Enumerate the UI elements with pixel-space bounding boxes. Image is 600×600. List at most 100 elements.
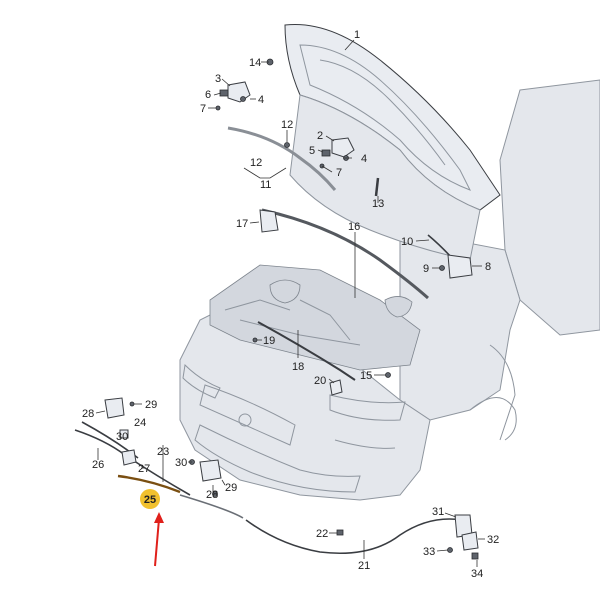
highlight-arrow-shaft <box>154 518 160 567</box>
clip-34 <box>471 552 479 560</box>
callout-14: 14 <box>249 57 261 69</box>
engine-detail-a <box>239 319 361 346</box>
callout-labels: 1 14 3 6 4 7 12 2 5 4 7 12 11 13 17 16 1… <box>82 29 499 580</box>
lever-housing-28 <box>104 397 125 419</box>
leader-lines <box>95 39 485 567</box>
callout-4b: 4 <box>361 153 367 165</box>
seal-strip <box>227 126 337 191</box>
callout-32: 32 <box>487 534 499 546</box>
callout-23: 23 <box>157 446 169 458</box>
callout-9: 9 <box>423 263 429 275</box>
callout-26: 26 <box>92 459 104 471</box>
engine-block <box>209 264 421 371</box>
callout-2: 2 <box>317 130 323 142</box>
lower-latch-assembly <box>179 494 479 560</box>
lock-bracket-32 <box>461 531 479 551</box>
callout-12: 12 <box>281 119 293 131</box>
clip-15 <box>385 372 391 378</box>
car-grille <box>199 384 296 446</box>
latch-body-8 <box>447 254 473 279</box>
engine-bay <box>209 264 421 371</box>
callout-8: 8 <box>485 261 491 273</box>
callout-6: 6 <box>205 89 211 101</box>
callout-3: 3 <box>215 73 221 85</box>
lever-clip-24 <box>119 429 129 439</box>
clip-20 <box>329 379 343 396</box>
callout-31: 31 <box>432 506 444 518</box>
hood-hinge-upper <box>215 58 274 111</box>
release-lever-assembly <box>74 397 222 497</box>
callout-12b: 12 <box>250 157 262 169</box>
car-headlight-right <box>329 394 406 421</box>
cable-21-front <box>179 494 244 519</box>
callout-20: 20 <box>314 375 326 387</box>
callout-22: 22 <box>316 528 328 540</box>
callout-28: 28 <box>82 408 94 420</box>
seal-clip-12 <box>284 142 290 148</box>
car-lower-intake <box>194 424 361 493</box>
hinge-lower <box>331 137 355 158</box>
bowden-cable-25 <box>117 474 181 494</box>
cable-21 <box>245 518 463 555</box>
callout-33: 33 <box>423 546 435 558</box>
callout-27: 27 <box>138 463 150 475</box>
car-fender-arch <box>469 397 517 441</box>
callout-28b: 28 <box>206 489 218 501</box>
clip-22 <box>336 529 344 536</box>
cable-clip-27 <box>121 449 137 466</box>
hood-underside <box>289 94 481 261</box>
callout-4: 4 <box>258 94 264 106</box>
bracket-17 <box>259 209 279 233</box>
latch-housing-28b <box>199 459 222 482</box>
hinge-upper-bolt <box>219 89 229 97</box>
support-rod-13 <box>374 177 380 197</box>
callout-29: 29 <box>145 399 157 411</box>
hood-inner-frame <box>299 44 472 191</box>
hood-latch-upper <box>427 234 473 279</box>
highlight-label: 25 <box>144 494 156 506</box>
car-bumper-crease <box>334 439 396 449</box>
callout-21: 21 <box>358 560 370 572</box>
car-wheel-arch-line <box>489 344 516 441</box>
callout-18: 18 <box>292 361 304 373</box>
prop-rod-18 <box>257 321 356 381</box>
car-headlight-left <box>182 363 221 399</box>
latch-screw-29b <box>212 491 218 497</box>
highlight-25: 25 <box>140 489 164 567</box>
callout-1: 1 <box>354 29 360 41</box>
hood-part-1 <box>284 23 501 261</box>
screw-33 <box>447 547 453 553</box>
hinge-upper-screw-7 <box>215 105 221 111</box>
callout-17: 17 <box>236 218 248 230</box>
hood-inner-frame-2 <box>319 59 446 166</box>
callout-11: 11 <box>260 179 271 191</box>
callout-19: 19 <box>263 335 275 347</box>
callout-16: 16 <box>348 221 360 233</box>
callout-30: 30 <box>116 431 128 443</box>
callout-7: 7 <box>200 103 206 115</box>
callout-10: 10 <box>401 236 413 248</box>
callout-34: 34 <box>471 568 483 580</box>
latch-bolt-9 <box>439 265 445 271</box>
callout-7b: 7 <box>336 167 342 179</box>
hinge-lower-bolt <box>321 149 331 157</box>
callout-29b: 29 <box>225 482 237 494</box>
hood-hinge-lower <box>319 137 355 169</box>
engine-detail-b <box>299 299 351 341</box>
callout-30b: 30 <box>175 457 187 469</box>
strut-tower-right <box>384 296 413 318</box>
strut-tower-left <box>269 279 301 304</box>
car-body <box>179 79 600 501</box>
lever-screw-29 <box>129 401 135 407</box>
engine-detail-c <box>224 299 291 311</box>
car-emblem <box>238 413 252 427</box>
callout-5: 5 <box>309 145 315 157</box>
car-roof-windshield <box>499 79 600 336</box>
seal-bracket <box>243 167 287 179</box>
hood-seal-16 <box>261 208 429 300</box>
callout-13: 13 <box>372 198 384 210</box>
highlight-badge <box>140 489 160 509</box>
hinge-upper-nut <box>240 96 246 102</box>
callout-24: 24 <box>134 417 146 429</box>
